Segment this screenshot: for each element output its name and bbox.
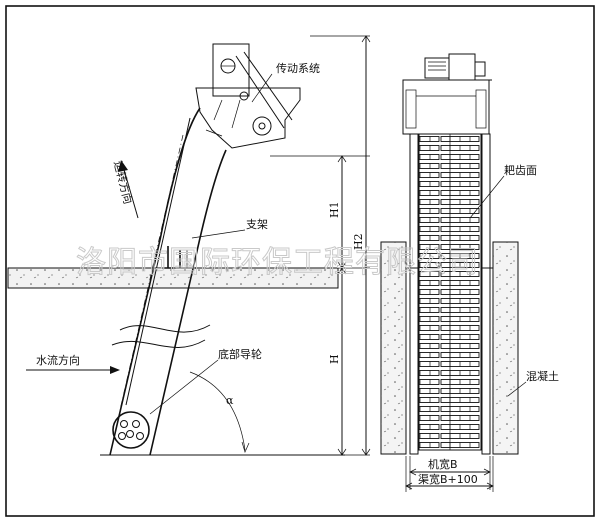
leader-guide-wheel [149,359,219,415]
front-side-frame-right [481,133,491,455]
leader-rake-teeth [469,175,505,219]
label-dim-h2: H2 [352,233,365,250]
rake-chain-line [125,117,191,406]
frame-front-edge [109,107,201,456]
label-water-flow-direction: 水流方向 [36,353,80,367]
label-support: 支架 [246,218,268,231]
label-concrete: 混凝土 [526,369,559,383]
label-drive-system: 传动系统 [276,62,320,75]
label-dim-h: H [328,354,341,364]
leader-drive [251,73,273,103]
frame-back-edge [149,149,227,456]
leader-concrete [507,381,527,397]
front-motor [424,57,450,79]
bottom-guide-wheel [112,411,150,449]
motor-housing [212,43,250,97]
label-rake-teeth-surface: 耙齿面 [504,164,537,177]
front-elevation [380,53,527,492]
watermark-text: 洛阳市国际环保工程有限公司 [76,245,479,280]
label-channel-width: 渠宽B+100 [418,472,478,486]
label-dim-h1: H1 [328,201,341,218]
front-side-frame-left [409,133,419,455]
break-line-lower [111,339,206,348]
rotation-arrow [122,165,139,219]
head-frame [195,87,301,149]
drawing-border [5,5,595,517]
label-rotation-direction: 运转方向 [111,159,135,205]
label-angle: α [226,394,234,407]
drive-sprocket-bottom [252,116,272,136]
side-elevation [7,35,371,456]
leader-support [191,229,246,239]
label-machine-width: 机宽B [428,457,458,471]
angle-arc [189,371,246,451]
label-bottom-guide-wheel: 底部导轮 [218,347,262,361]
front-reducer [448,53,476,81]
break-line-upper [119,324,211,333]
rake-centerline [119,134,184,411]
